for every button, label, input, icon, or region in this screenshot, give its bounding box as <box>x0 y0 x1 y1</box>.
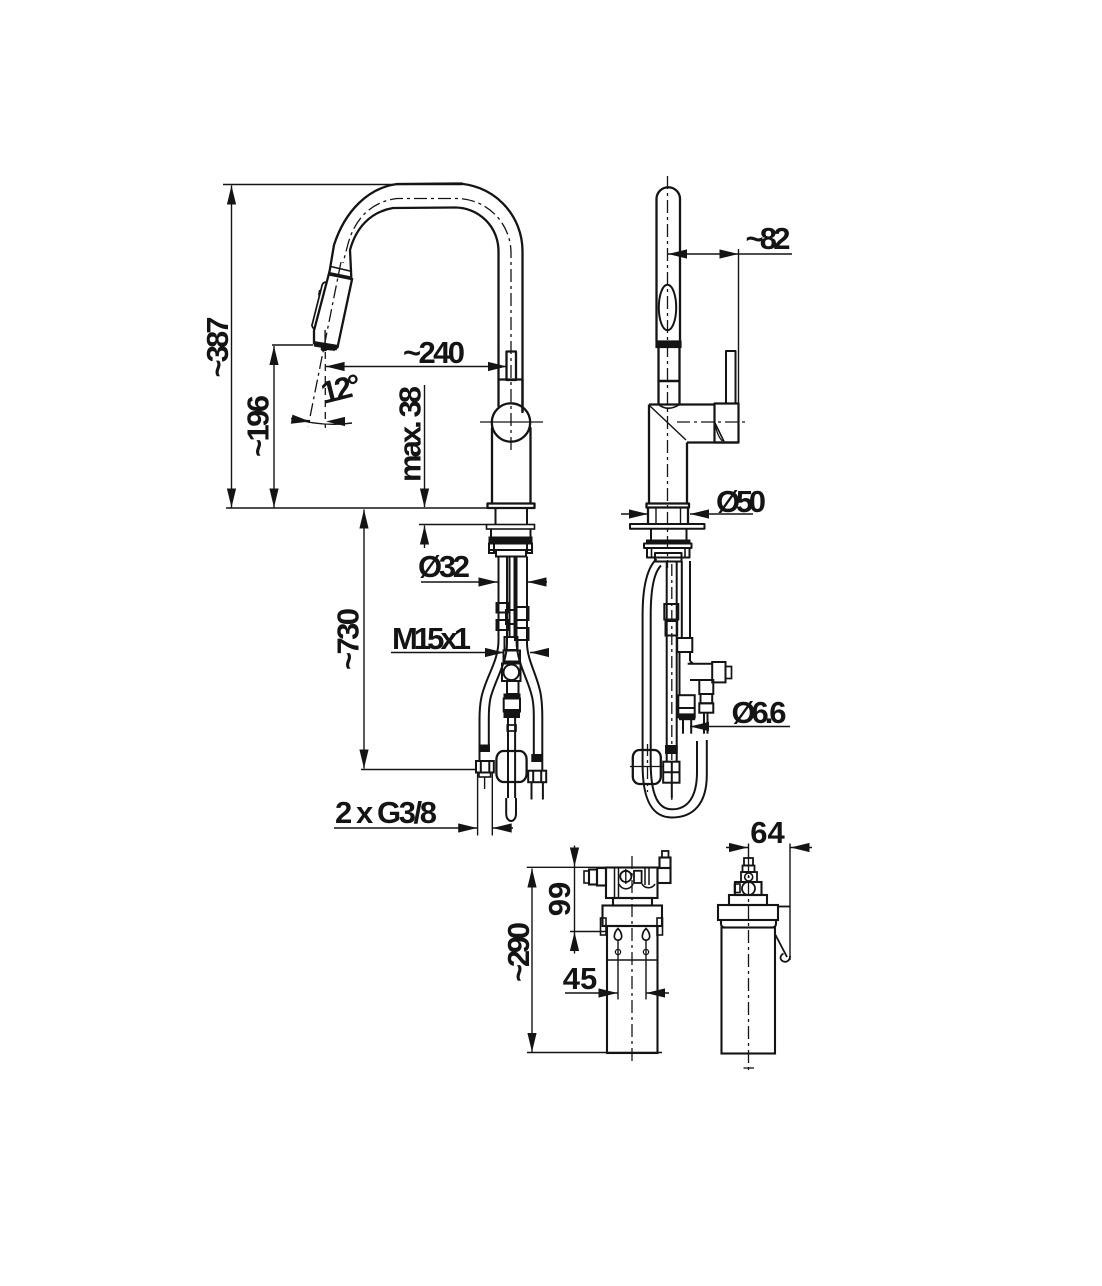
svg-text:M15x1: M15x1 <box>392 621 471 656</box>
svg-text:~730: ~730 <box>331 608 366 670</box>
svg-text:~196: ~196 <box>241 395 276 457</box>
svg-text:~290: ~290 <box>501 922 536 982</box>
svg-text:45: 45 <box>563 961 597 996</box>
svg-text:Ø6.6: Ø6.6 <box>732 695 787 730</box>
svg-text:99: 99 <box>542 882 577 916</box>
svg-text:64: 64 <box>750 815 785 850</box>
svg-text:Ø32: Ø32 <box>418 549 470 584</box>
svg-text:max. 38: max. 38 <box>393 386 428 482</box>
svg-text:2 x G3/8: 2 x G3/8 <box>335 795 437 830</box>
svg-text:~240: ~240 <box>403 335 465 370</box>
svg-text:~387: ~387 <box>200 317 235 378</box>
svg-text:Ø50: Ø50 <box>716 484 766 519</box>
svg-text:~82: ~82 <box>746 221 791 256</box>
